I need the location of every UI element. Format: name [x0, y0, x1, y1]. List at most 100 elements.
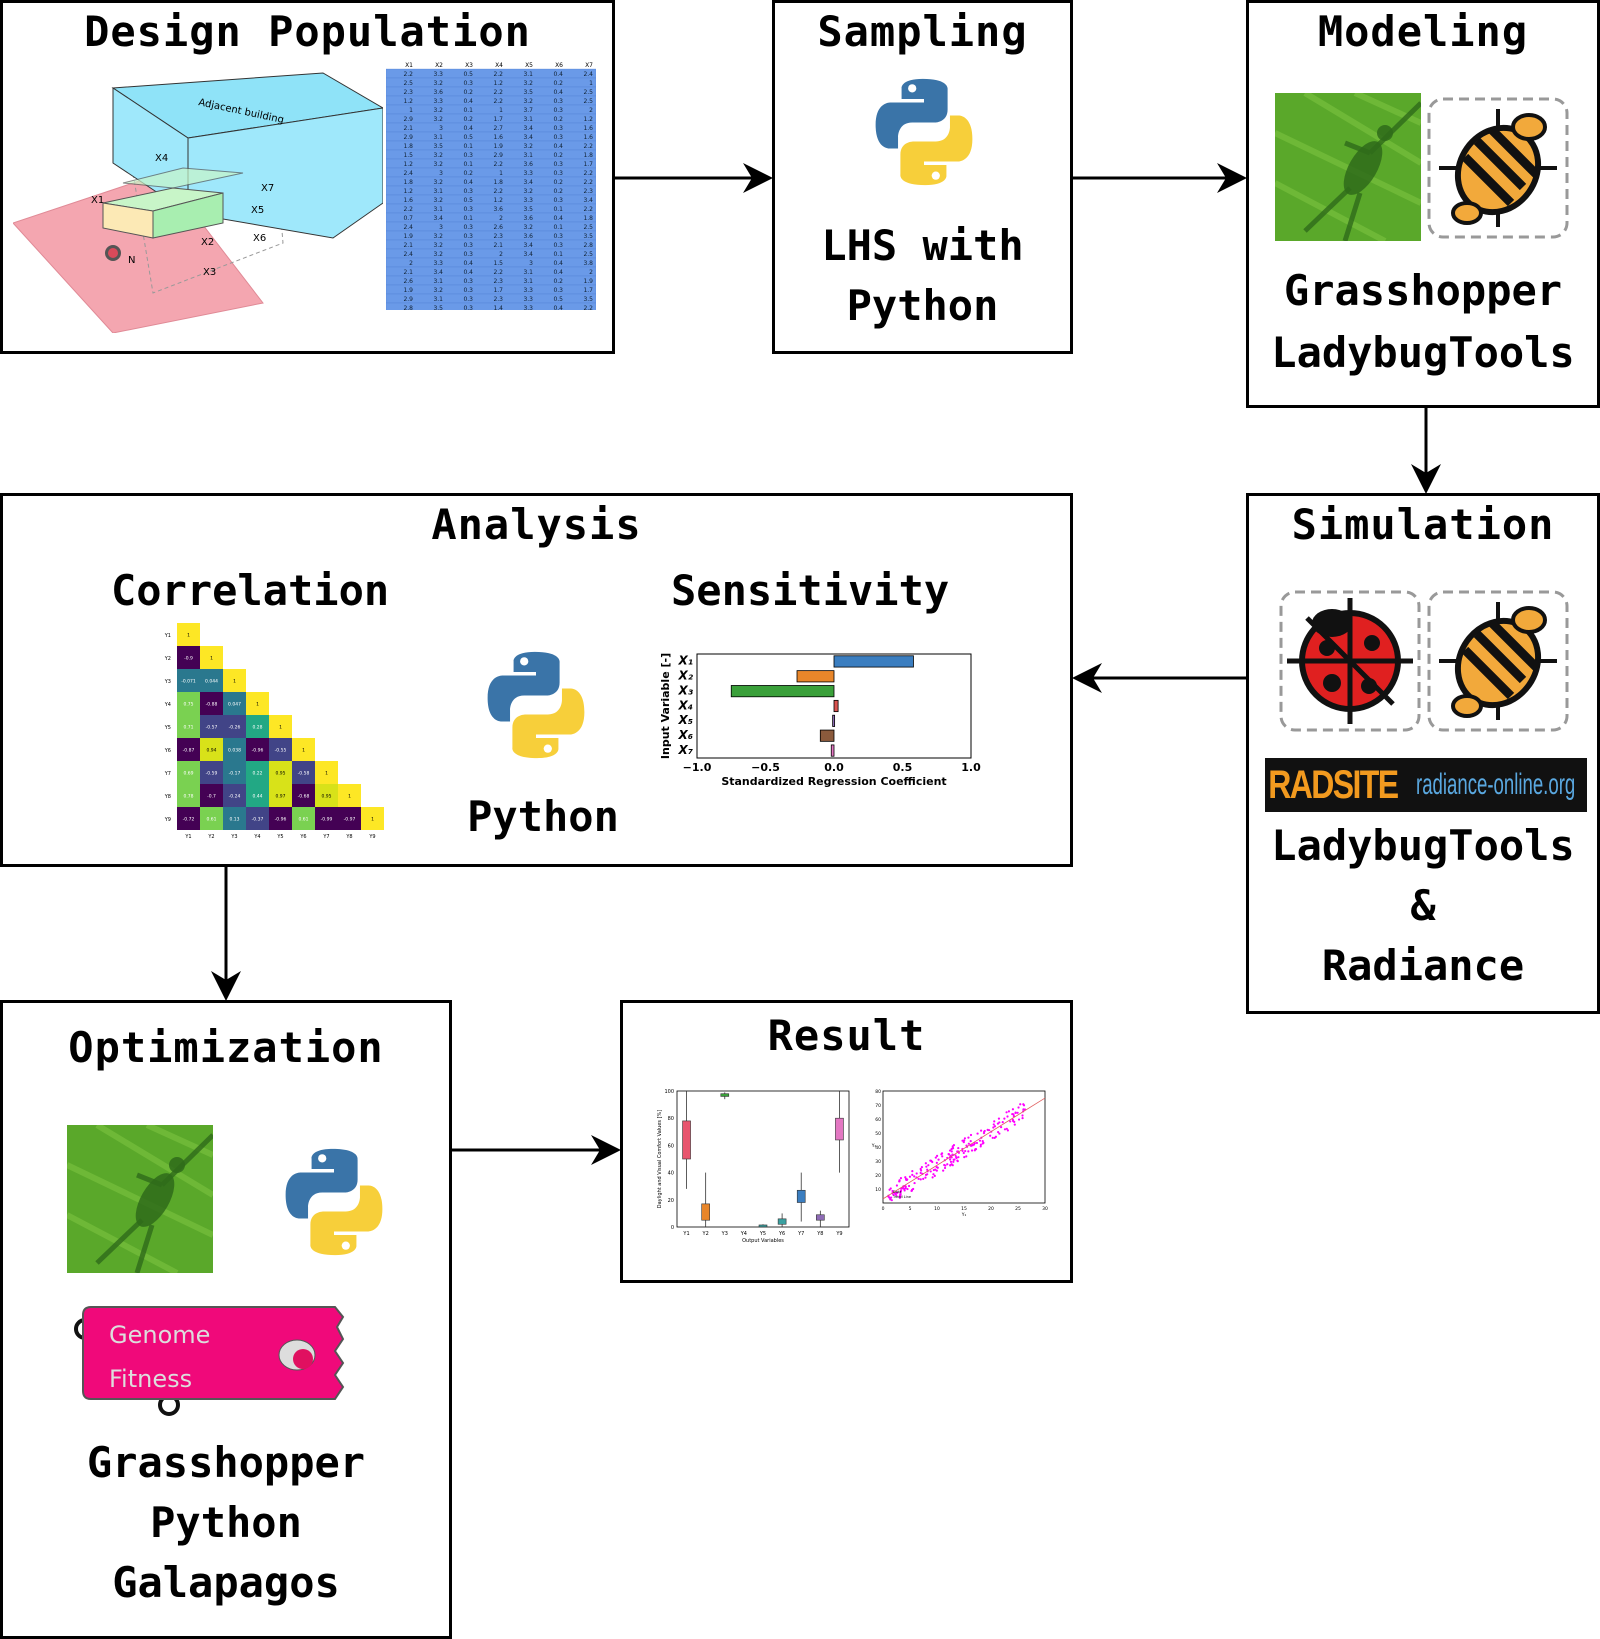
python-logo-icon [487, 651, 585, 759]
scatter-point [1022, 1108, 1025, 1111]
design-population-box: Design Population Adjacent building X1 X… [0, 0, 615, 354]
table-cell: 1.5 [493, 260, 503, 267]
scatter-point [978, 1139, 982, 1142]
x6-label: X6 [253, 233, 266, 244]
scatter-point [961, 1149, 964, 1153]
python-logo-icon [875, 78, 973, 186]
scatter-point [963, 1155, 966, 1159]
table-cell: 3.5 [523, 89, 533, 96]
table-cell: 2.2 [493, 71, 503, 78]
scatter-point [920, 1166, 924, 1169]
scatter-point [987, 1129, 991, 1132]
table-cell: 1.8 [583, 152, 593, 159]
scatter-point [967, 1150, 970, 1153]
heatmap-row-label: Y9 [164, 817, 171, 823]
scatter-point [904, 1176, 907, 1179]
table-cell: 3.2 [433, 287, 443, 294]
heatmap-cell [177, 807, 200, 830]
scatter-point [913, 1175, 916, 1178]
scatter-y-tick: 80 [875, 1089, 881, 1095]
sensitivity-tick-label: X₇ [677, 743, 693, 757]
table-header-cell: X5 [525, 62, 533, 69]
table-cell: 2.2 [493, 98, 503, 105]
table-cell: 2.2 [583, 179, 593, 186]
heatmap-row-label: Y3 [164, 679, 171, 685]
scatter-point [963, 1139, 966, 1142]
heatmap-cell [177, 738, 200, 761]
box-y-tick: 60 [668, 1143, 674, 1149]
table-row [386, 68, 596, 79]
table-cell: 3.5 [433, 143, 443, 150]
heatmap-value: 1 [371, 817, 374, 823]
heatmap-value: 1 [325, 771, 328, 777]
box-body [835, 1117, 844, 1141]
sampling-line1: LHS with [821, 221, 1024, 270]
box-y-tick: 0 [671, 1225, 674, 1231]
box-x-tick: Y2 [702, 1231, 709, 1237]
table-cell: 3.2 [433, 179, 443, 186]
table-cell: 3.2 [433, 197, 443, 204]
heatmap-value: -0.37 [252, 817, 264, 823]
table-cell: 3.3 [523, 197, 533, 204]
scatter-point [981, 1140, 984, 1143]
heatmap-row-label: Y1 [164, 633, 171, 639]
scatter-x-tick: 10 [934, 1206, 940, 1212]
heatmap-cell [200, 784, 223, 807]
table-cell: 1.8 [583, 215, 593, 222]
table-row [386, 266, 596, 277]
table-cell: 0.5 [463, 197, 473, 204]
table-row [386, 293, 596, 304]
table-row [386, 248, 596, 259]
design-population-title: Design Population [84, 7, 531, 56]
scatter-point [955, 1155, 958, 1159]
table-cell: 2.1 [493, 242, 503, 249]
sampling-title: Sampling [817, 7, 1028, 56]
scatter-point [915, 1172, 918, 1175]
scatter-point [957, 1146, 960, 1150]
table-cell: 3.2 [523, 188, 533, 195]
scatter-point [891, 1189, 894, 1193]
heatmap-col-label: Y1 [184, 834, 191, 840]
table-cell: 0.4 [463, 260, 473, 267]
scatter-point [975, 1141, 979, 1145]
scatter-point [1022, 1104, 1026, 1107]
sensitivity-tick-label: X₂ [677, 669, 693, 683]
table-cell: 0.3 [463, 224, 473, 231]
heatmap-value: -0.72 [183, 817, 195, 823]
simulation-line2: & [1410, 881, 1436, 930]
scatter-point [896, 1191, 899, 1194]
sensitivity-bar [833, 655, 914, 668]
table-cell: 1.6 [403, 197, 413, 204]
scatter-point [910, 1189, 913, 1192]
heatmap-cell [200, 807, 223, 830]
table-cell: 3.2 [433, 107, 443, 114]
scatter-point [1021, 1117, 1024, 1120]
sensitivity-tick-label: X₄ [677, 698, 693, 712]
scatter-legend-item: Trend Line [892, 1195, 911, 1199]
scatter-point [949, 1163, 952, 1167]
simulation-line3: Radiance [1321, 941, 1525, 990]
heatmap-col-label: Y3 [230, 834, 237, 840]
table-row [386, 149, 596, 160]
heatmap-value: 1 [187, 633, 190, 639]
scatter-point [927, 1164, 930, 1167]
sensitivity-tick-label: X₁ [677, 654, 693, 668]
scatter-point [1003, 1117, 1006, 1120]
heatmap-value: -0.26 [229, 725, 241, 731]
heatmap-cell [246, 715, 269, 738]
heatmap-cell [338, 807, 361, 830]
table-cell: 1.7 [493, 287, 503, 294]
table-cell: 3.4 [433, 215, 443, 222]
scatter-point [919, 1169, 923, 1172]
table-cell: 2.2 [493, 269, 503, 276]
scatter-point [924, 1162, 927, 1165]
table-row [386, 176, 596, 187]
modeling-line2: LadybugTools [1271, 328, 1575, 377]
x2-label: X2 [201, 237, 214, 248]
table-cell: 3.1 [433, 206, 443, 213]
heatmap-cell [200, 646, 223, 669]
heatmap-cell [292, 761, 315, 784]
table-cell: 0.2 [463, 116, 473, 123]
box-x-tick: Y4 [740, 1231, 747, 1237]
